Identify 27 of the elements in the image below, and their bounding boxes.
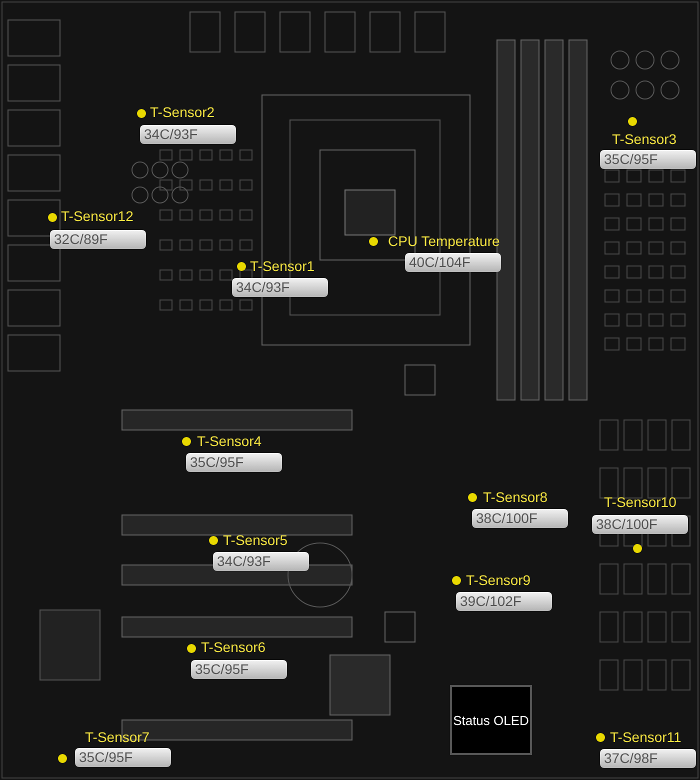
- sensor-label: T-Sensor3: [612, 131, 677, 147]
- temperature-readout: 35C/95F: [191, 660, 287, 679]
- display-panel: Status OLED: [450, 685, 532, 755]
- temperature-readout: 34C/93F: [140, 125, 236, 144]
- sensor-label: T-Sensor5: [223, 532, 288, 548]
- sensor-label: T-Sensor7: [85, 729, 150, 745]
- temperature-readout: 34C/93F: [213, 552, 309, 571]
- sensor-label: T-Sensor10: [604, 494, 676, 510]
- sensor-label: T-Sensor6: [201, 639, 266, 655]
- temperature-readout: 38C/100F: [592, 515, 688, 534]
- sensor-label: CPU Temperature: [388, 233, 500, 249]
- sensor-label: T-Sensor11: [610, 729, 682, 745]
- temperature-readout: 32C/89F: [50, 230, 146, 249]
- sensor-label: T-Sensor2: [150, 104, 215, 120]
- temperature-readout: 37C/98F: [600, 749, 696, 768]
- sensor-label: T-Sensor9: [466, 572, 531, 588]
- temperature-readout: 35C/95F: [600, 150, 696, 169]
- sensor-label: T-Sensor12: [61, 208, 134, 224]
- temperature-readout: 39C/102F: [456, 592, 552, 611]
- sensor-label: T-Sensor8: [483, 489, 548, 505]
- sensor-label: T-Sensor4: [197, 433, 262, 449]
- temperature-readout: 35C/95F: [186, 453, 282, 472]
- temperature-readout: 34C/93F: [232, 278, 328, 297]
- temperature-readout: 35C/95F: [75, 748, 171, 767]
- sensor-label: T-Sensor1: [250, 258, 315, 274]
- temperature-readout: 38C/100F: [472, 509, 568, 528]
- temperature-readout: 40C/104F: [405, 253, 501, 272]
